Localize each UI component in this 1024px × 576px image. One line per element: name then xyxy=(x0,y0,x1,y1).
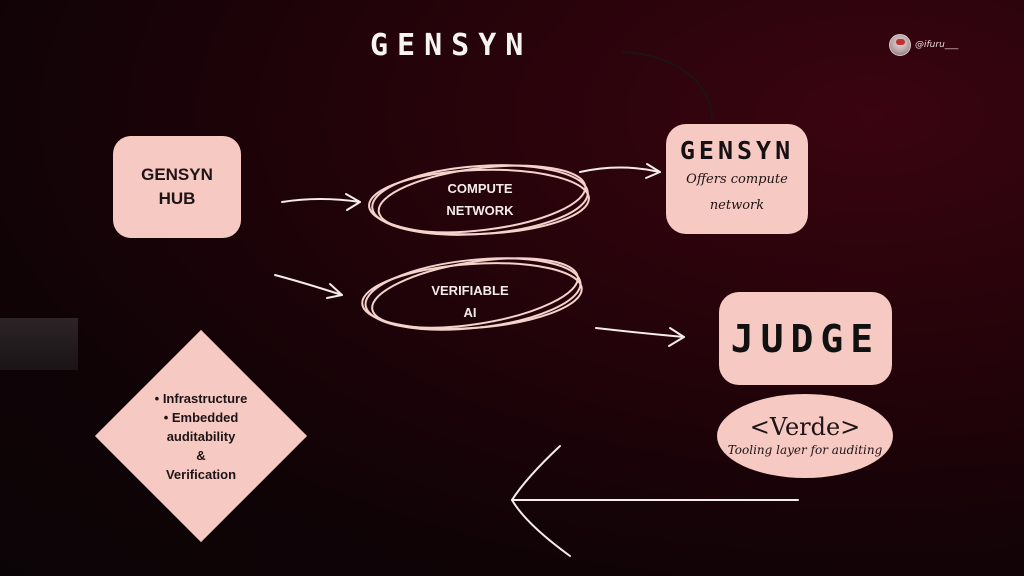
background-shelf xyxy=(0,318,78,370)
feature-item: • Embedded xyxy=(163,409,239,425)
verifiable-ai-line-2: AI xyxy=(463,305,477,320)
feature-item: auditability xyxy=(166,428,236,444)
hub-line-1: GENSYN xyxy=(141,165,213,184)
verde-subtitle: Tooling layer for auditing xyxy=(727,443,883,457)
hub-line-2: HUB xyxy=(158,189,196,208)
verifiable-ai-oval xyxy=(361,257,583,331)
arrow-compute-to-gensyn-head xyxy=(645,163,661,179)
gensyn-node-title: GENSYN xyxy=(679,136,795,165)
decor-arc xyxy=(621,51,713,121)
avatar xyxy=(889,34,911,56)
features-diamond: • Infrastructure • Embedded auditability… xyxy=(94,329,308,543)
verde-node: <Verde> Tooling layer for auditing xyxy=(717,394,893,478)
verifiable-ai-line-1: VERIFIABLE xyxy=(431,283,509,298)
arrow-return-head xyxy=(511,445,571,557)
arrow-verifiable-to-judge-head xyxy=(668,327,685,347)
arrow-compute-to-gensyn xyxy=(579,166,661,173)
gensyn-node: GENSYN Offers compute network xyxy=(666,124,808,234)
arrow-hub-to-verifiable xyxy=(274,274,343,296)
verifiable-ai-node: VERIFIABLE AI xyxy=(400,280,540,324)
feature-item: & xyxy=(196,447,206,463)
author-handle: @ifuru___ xyxy=(915,40,959,50)
author-badge: @ifuru___ xyxy=(889,34,958,56)
arrow-hub-to-verifiable-head xyxy=(326,283,343,299)
gensyn-hub-node: GENSYN HUB xyxy=(113,136,241,238)
feature-item: Verification xyxy=(165,466,237,482)
feature-item: • Infrastructure xyxy=(154,390,248,406)
judge-node: JUDGE xyxy=(719,292,892,385)
arrow-hub-to-compute-head xyxy=(345,193,361,211)
compute-network-line-2: NETWORK xyxy=(446,203,514,218)
gensyn-node-line-1: Offers compute xyxy=(686,172,788,187)
gensyn-node-description: Offers compute network xyxy=(686,167,788,219)
verde-title: <Verde> xyxy=(749,413,861,441)
gensyn-node-line-2: network xyxy=(709,198,765,213)
compute-network-node: COMPUTE NETWORK xyxy=(410,178,550,222)
arrow-hub-to-compute xyxy=(281,198,361,203)
compute-network-oval xyxy=(368,164,590,236)
compute-network-line-1: COMPUTE xyxy=(447,181,513,196)
arrow-verifiable-to-judge xyxy=(595,327,685,338)
judge-title: JUDGE xyxy=(730,316,881,361)
features-list: • Infrastructure • Embedded auditability… xyxy=(95,330,307,542)
gensyn-logo: GENSYN xyxy=(370,28,533,63)
